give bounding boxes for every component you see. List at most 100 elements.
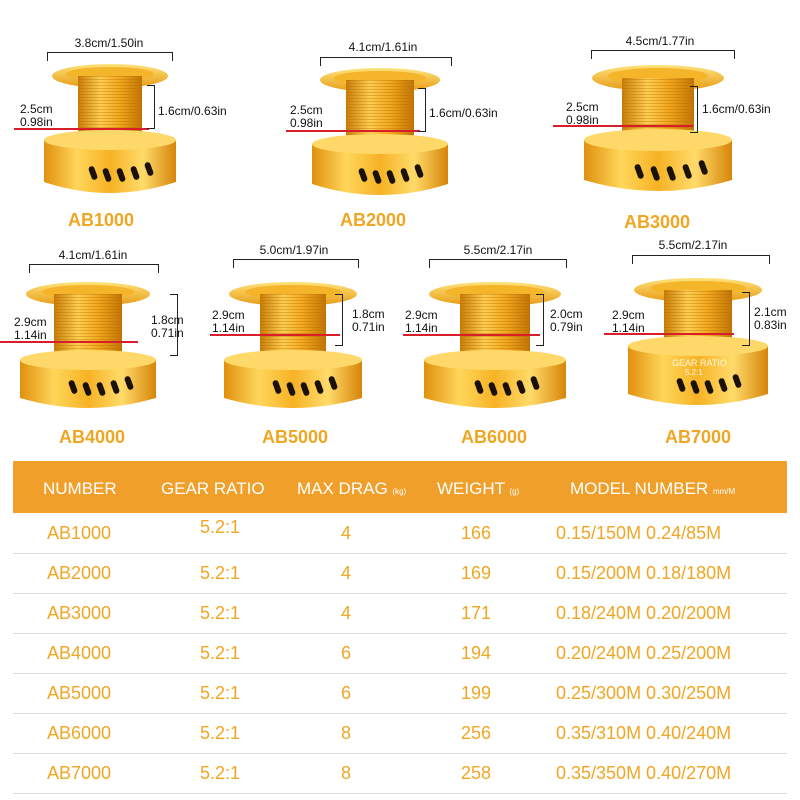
- dimension-left-cm: 2.9cm: [14, 315, 47, 329]
- header-weight-unit: (g): [509, 487, 520, 496]
- dimension-right-label: 1.8cm 0.71in: [151, 314, 184, 340]
- spool-image: [628, 278, 768, 405]
- cell-gear-ratio: 5.2:1: [200, 603, 241, 623]
- header-model-number: MODEL NUMBER mm/M: [570, 479, 735, 499]
- dimension-left-label: 2.5cm 0.98in: [566, 101, 599, 127]
- dimension-left-label: 2.9cm 1.14in: [612, 309, 645, 335]
- dimension-top-label: 5.5cm/2.17in: [658, 238, 728, 252]
- dimension-top-label: 5.0cm/1.97in: [259, 243, 329, 257]
- dimension-red-line: [210, 334, 340, 336]
- dimension-right-bracket: [690, 86, 698, 133]
- dimension-left-in: 1.14in: [405, 321, 438, 335]
- cell-weight: 258: [461, 763, 492, 783]
- cell-gear-ratio: 5.2:1: [200, 517, 241, 537]
- cell-weight: 256: [461, 723, 492, 743]
- dimension-right-bracket: [742, 292, 750, 346]
- header-weight: WEIGHT (g): [437, 479, 519, 499]
- dimension-left-cm: 2.9cm: [612, 308, 645, 322]
- cell-number: AB4000: [47, 643, 112, 663]
- cell-weight: 199: [461, 683, 492, 703]
- cell-number: AB7000: [47, 763, 112, 783]
- dimension-left-in: 1.14in: [212, 321, 245, 335]
- dimension-red-line: [286, 130, 420, 132]
- dimension-right-label: 1.8cm 0.71in: [352, 308, 385, 334]
- cell-max-drag: 4: [341, 523, 352, 543]
- dimension-right-bracket: [536, 294, 544, 346]
- dimension-red-line: [553, 125, 693, 127]
- model-label: AB6000: [460, 427, 528, 447]
- header-model-number-unit: mm/M: [712, 487, 736, 496]
- cell-max-drag: 6: [341, 643, 352, 663]
- dimension-left-in: 0.98in: [290, 116, 323, 130]
- header-max-drag-text: MAX DRAG: [297, 479, 388, 498]
- spool-image: [44, 64, 176, 193]
- dimension-right-bracket: [335, 294, 343, 346]
- header-model-number-text: MODEL NUMBER: [570, 479, 709, 498]
- cell-gear-ratio: 5.2:1: [200, 643, 241, 663]
- cell-gear-ratio: 5.2:1: [200, 763, 241, 783]
- header-weight-text: WEIGHT: [437, 479, 505, 498]
- header-number: NUMBER: [43, 479, 117, 498]
- dimension-left-label: 2.5cm 0.98in: [290, 104, 323, 130]
- dimension-red-line: [604, 333, 734, 335]
- dimension-top-label: 4.1cm/1.61in: [58, 248, 128, 262]
- model-label: AB2000: [339, 210, 407, 230]
- dimension-left-label: 2.5cm 0.98in: [20, 103, 53, 129]
- dimension-right-bracket: [418, 88, 426, 132]
- model-label: AB5000: [261, 427, 329, 447]
- header-gear-ratio: GEAR RATIO: [161, 479, 265, 498]
- cell-number: AB3000: [47, 603, 112, 623]
- dimension-left-label: 2.9cm 1.14in: [14, 316, 47, 342]
- dimension-red-line: [403, 334, 540, 336]
- dimension-red-line: [0, 341, 138, 343]
- spool-image: [424, 282, 566, 408]
- cell-line-capacity: 0.15/150M 0.24/85M: [556, 523, 722, 543]
- dimension-top-bracket: [632, 255, 770, 264]
- cell-max-drag: 8: [341, 723, 352, 743]
- dimension-right-label: 1.6cm/0.63in: [429, 106, 498, 120]
- dimension-left-in: 0.98in: [566, 113, 599, 127]
- header-max-drag-unit: (kg): [392, 487, 407, 496]
- header-max-drag: MAX DRAG (kg): [297, 479, 406, 499]
- cell-line-capacity: 0.25/300M 0.30/250M: [556, 683, 732, 703]
- dimension-left-in: 1.14in: [14, 328, 47, 342]
- dimension-top-bracket: [29, 264, 159, 273]
- table-row: AB7000 5.2:1 8 258 0.35/350M 0.40/270M: [13, 753, 787, 794]
- cell-line-capacity: 0.15/200M 0.18/180M: [556, 563, 732, 583]
- dimension-left-cm: 2.9cm: [405, 308, 438, 322]
- dimension-top-label: 3.8cm/1.50in: [74, 36, 144, 50]
- dimension-right-cm: 1.8cm: [151, 313, 184, 327]
- model-label: AB1000: [67, 210, 135, 230]
- dimension-top-bracket: [591, 50, 735, 59]
- dimension-left-cm: 2.5cm: [20, 102, 53, 116]
- dimension-left-cm: 2.5cm: [566, 100, 599, 114]
- cell-weight: 166: [461, 523, 492, 543]
- dimension-top-label: 4.1cm/1.61in: [348, 40, 418, 54]
- dimension-left-in: 0.98in: [20, 115, 53, 129]
- spool-image: [312, 68, 448, 195]
- dimension-right-bracket: [170, 294, 178, 356]
- cell-line-capacity: 0.35/310M 0.40/240M: [556, 723, 732, 743]
- cell-number: AB1000: [47, 523, 112, 543]
- model-label: AB7000: [664, 427, 732, 447]
- model-label: AB3000: [623, 212, 691, 232]
- dimension-top-label: 5.5cm/2.17in: [463, 243, 533, 257]
- cell-line-capacity: 0.35/350M 0.40/270M: [556, 763, 732, 783]
- dimension-right-label: 1.6cm/0.63in: [158, 104, 227, 118]
- model-label: AB4000: [58, 427, 126, 447]
- dimension-top-bracket: [47, 52, 173, 61]
- cell-gear-ratio: 5.2:1: [200, 563, 241, 583]
- cell-gear-ratio: 5.2:1: [200, 723, 241, 743]
- spool-image: [584, 65, 732, 191]
- dimension-right-cm: 2.1cm: [754, 305, 787, 319]
- dimension-top-bracket: [429, 259, 567, 268]
- dimension-right-label: 2.0cm 0.79in: [550, 308, 583, 334]
- engraving-value: 5.2:1: [685, 368, 703, 377]
- engraving-title: GEAR RATIO: [672, 358, 727, 368]
- cell-max-drag: 8: [341, 763, 352, 783]
- spool-image: [224, 282, 362, 408]
